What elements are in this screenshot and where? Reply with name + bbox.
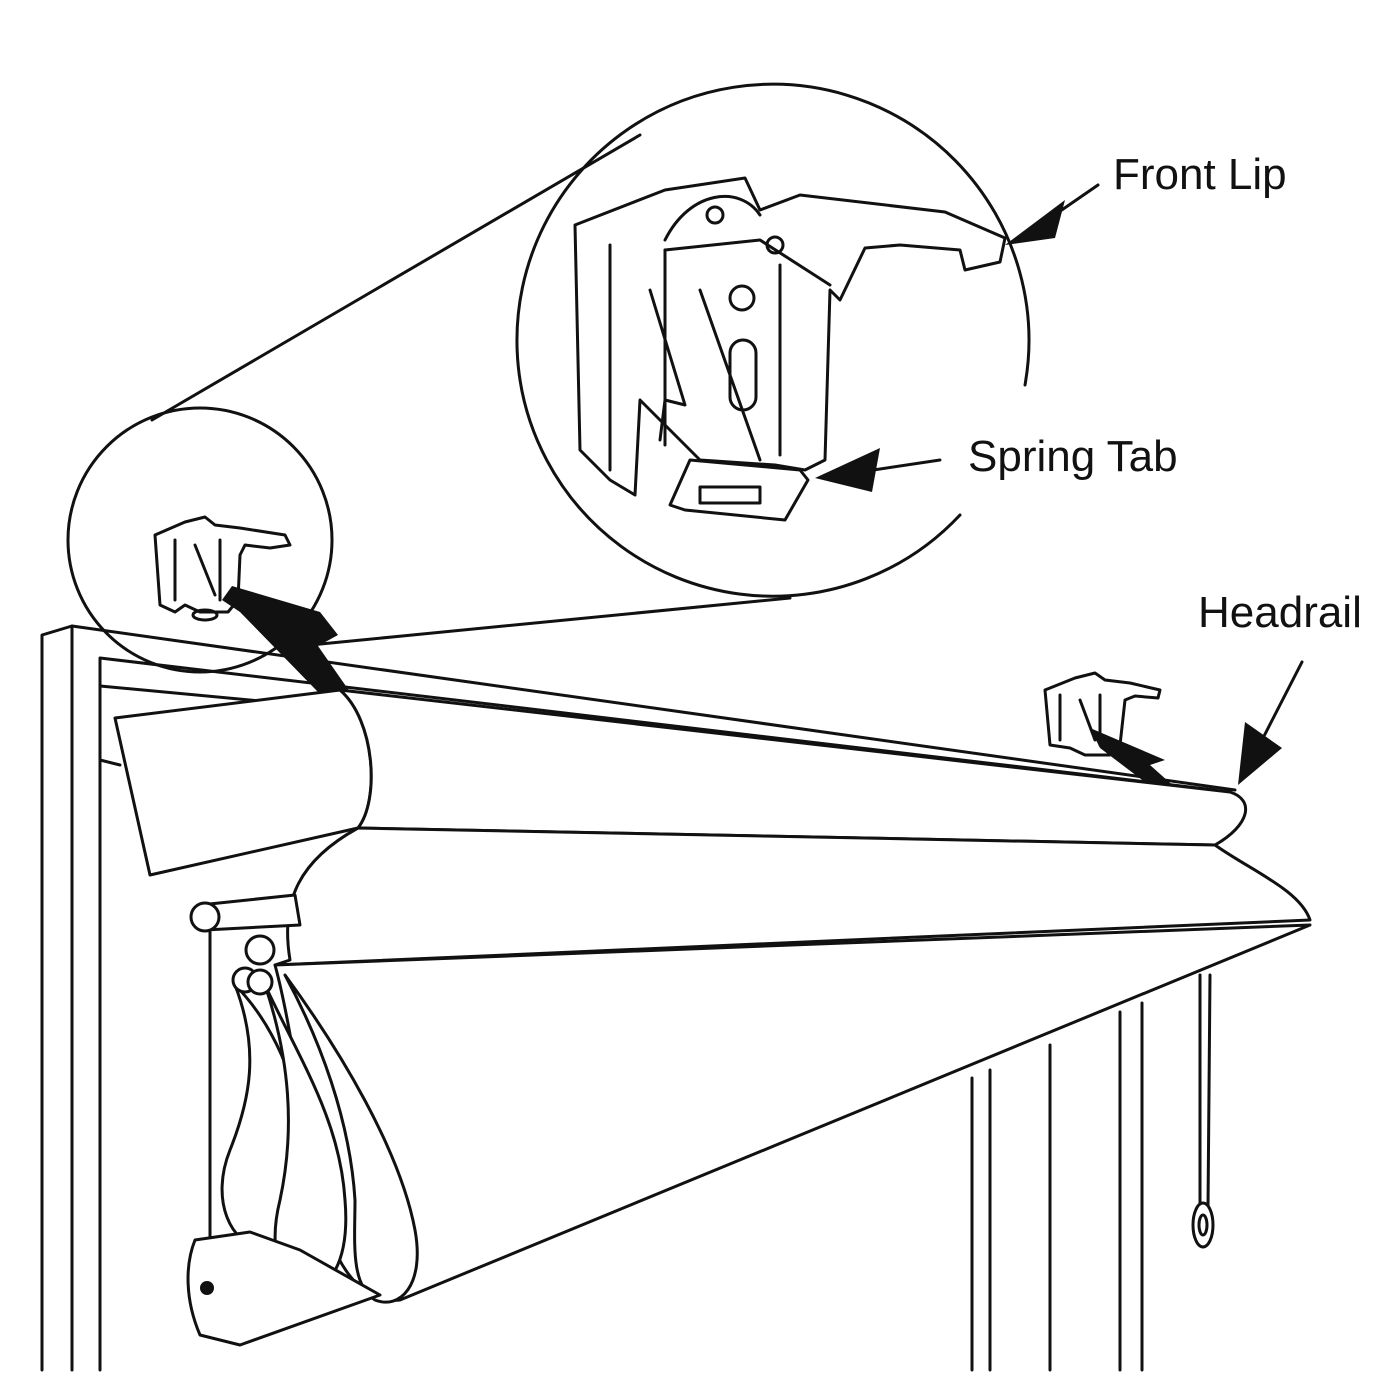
- window-mullions: [970, 1001, 1144, 1372]
- detail-circle-small: [66, 406, 334, 674]
- headrail-valance: [113, 688, 1248, 877]
- arrow-headrail: [1238, 722, 1282, 785]
- label-front-lip: Front Lip: [1113, 150, 1287, 199]
- bracket-enlarged: [573, 176, 1007, 522]
- arrows: [222, 183, 1304, 792]
- label-headrail: Headrail: [1198, 588, 1362, 637]
- arrow-front-lip: [1005, 200, 1065, 245]
- spring-tab-shape: [668, 458, 810, 522]
- arrow-right-bracket: [1090, 728, 1178, 792]
- magnifier-lines: [150, 133, 792, 648]
- roman-shade-fabric: [186, 826, 1312, 1347]
- arrow-left-bracket: [222, 586, 350, 692]
- pull-cord[interactable]: [1191, 973, 1215, 1249]
- detail-circle-large: [515, 82, 1031, 598]
- bracket-small-left: [153, 515, 292, 622]
- label-spring-tab: Spring Tab: [968, 432, 1178, 481]
- bracket-small-right: [1043, 671, 1162, 757]
- arrow-spring-tab: [815, 448, 880, 492]
